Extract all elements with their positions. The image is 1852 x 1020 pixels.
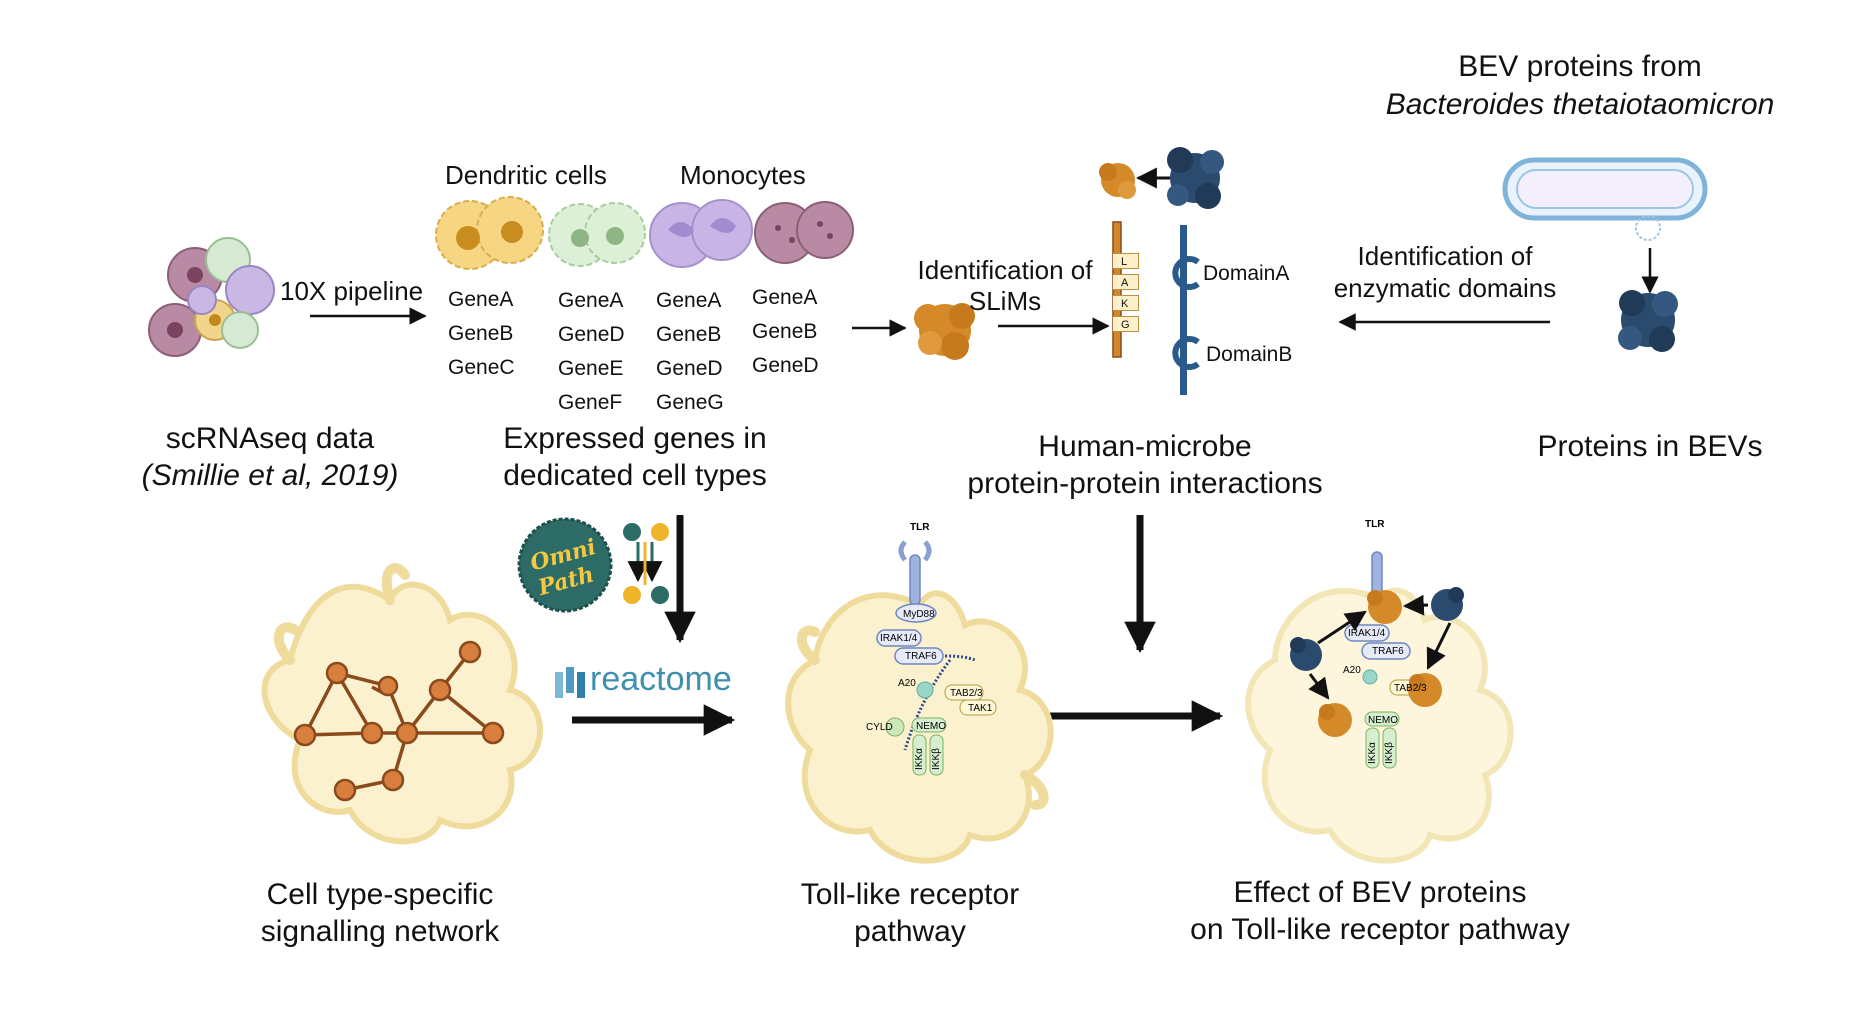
slims-label: Identification of SLiMs [905, 255, 1105, 317]
ikka-label: IKKα [914, 748, 925, 770]
network-cell-icon [261, 563, 543, 845]
enzymatic-line-2: enzymatic domains [1333, 273, 1557, 303]
bacterium-icon [1502, 157, 1708, 241]
effect-arrows [1308, 594, 1452, 700]
network-caption: Cell type-specific signalling network [230, 876, 530, 950]
human-protein-small-icon [1099, 163, 1136, 199]
gene-item: GeneA [656, 289, 722, 312]
domain-a-icon [1172, 256, 1200, 290]
dendritic-cells-header: Dendritic cells [445, 160, 607, 190]
irak-label: IRAK1/4 [880, 633, 918, 644]
effect-tlr-label: TLR [1365, 519, 1385, 530]
enzymatic-line-1: Identification of [1357, 241, 1533, 271]
hmppi-caption: Human-microbe protein-protein interactio… [950, 428, 1340, 502]
gene-item: GeneD [752, 354, 819, 377]
bev-protein-right-icon [1618, 290, 1678, 352]
bev-protein-top-icon [1167, 147, 1224, 209]
gene-item: GeneF [558, 391, 623, 414]
bev-title-line-1: BEV proteins from [1458, 50, 1702, 83]
domain-sequence-bar [1180, 225, 1187, 395]
scrnaseq-cell-cluster-icon [148, 237, 275, 357]
slims-line-2: SLiMs [968, 286, 1042, 316]
effect-caption: Effect of BEV proteins on Toll-like rece… [1160, 874, 1600, 948]
gene-item: GeneE [558, 357, 624, 380]
effect-a20-label: A20 [1343, 665, 1361, 676]
effect-pathway [1344, 551, 1429, 769]
network-nodes [293, 640, 505, 802]
tlr-line-1: Toll-like receptor [800, 878, 1020, 911]
ikkb-label: IKKβ [931, 748, 942, 770]
motif-letter: G [1113, 316, 1139, 332]
expressed-line-1: Expressed genes in [503, 422, 767, 455]
pipeline-label: 10X pipeline [280, 276, 424, 306]
tlr-pathway [876, 540, 997, 776]
effect-nemo-label: NEMO [1368, 715, 1398, 726]
effect-line-1: Effect of BEV proteins [1233, 876, 1527, 909]
gene-item: GeneA [752, 286, 818, 309]
human-protein-icon [914, 303, 975, 360]
monocytes-header: Monocytes [680, 160, 806, 190]
bev-title: BEV proteins from Bacteroides thetaiotao… [1360, 48, 1800, 124]
effect-traf6-label: TRAF6 [1372, 646, 1404, 657]
domain-b-label: DomainB [1206, 343, 1293, 366]
gene-item: GeneC [448, 356, 515, 379]
bev-caption: Proteins in BEVs [1537, 430, 1763, 463]
domain-a-label: DomainA [1203, 262, 1290, 285]
hmppi-line-1: Human-microbe [1038, 430, 1252, 463]
gene-column-3: GeneA GeneB GeneD GeneG [656, 284, 724, 420]
motif-letters: L A K G [1113, 253, 1139, 332]
motif-letter: L [1113, 253, 1139, 269]
effect-ikka-label: IKKα [1367, 742, 1378, 764]
scrnaseq-caption: scRNAseq data (Smillie et al, 2019) [100, 420, 440, 494]
gene-column-4: GeneA GeneB GeneD [752, 281, 819, 383]
tlr-pathway-labels: TLR MyD88 IRAK1/4 TRAF6 A20 TAB2/3 TAK1 … [866, 522, 993, 770]
tak1-label: TAK1 [968, 703, 993, 714]
network-line-2: signalling network [260, 915, 500, 948]
monocytes-icon [649, 199, 854, 268]
tlr-caption: Toll-like receptor pathway [760, 876, 1060, 950]
expressed-genes-caption: Expressed genes in dedicated cell types [440, 420, 830, 494]
effect-bev-proteins [1290, 587, 1464, 671]
effect-pathway-labels: TLR IRAK1/4 TRAF6 A20 TAB2/3 NEMO IKKα I… [1343, 519, 1427, 764]
gene-item: GeneA [558, 289, 624, 312]
gene-column-1: GeneA GeneB GeneC [448, 283, 515, 385]
tab23-label: TAB2/3 [950, 688, 983, 699]
reactome-logo [555, 667, 585, 698]
slims-line-1: Identification of [917, 255, 1093, 285]
a20-label: A20 [898, 678, 916, 689]
bev-title-line-2: Bacteroides thetaiotaomicron [1385, 88, 1775, 121]
effect-ikkb-label: IKKβ [1384, 742, 1395, 764]
gene-item: GeneA [448, 288, 514, 311]
motif-letter: K [1113, 295, 1139, 311]
gene-column-2: GeneA GeneD GeneE GeneF [558, 284, 625, 420]
cyld-label: CYLD [866, 722, 893, 733]
omnipath-logo: Omni Path [517, 517, 669, 613]
expressed-line-2: dedicated cell types [503, 459, 767, 492]
motif-letter: A [1113, 274, 1139, 290]
tlr-line-2: pathway [854, 915, 966, 948]
traf6-label: TRAF6 [905, 651, 937, 662]
dendritic-cells-icon [435, 196, 646, 270]
gene-item: GeneB [448, 322, 514, 345]
effect-irak-label: IRAK1/4 [1348, 628, 1386, 639]
gene-item: GeneB [656, 323, 722, 346]
gene-item: GeneG [656, 391, 724, 414]
scrnaseq-title: scRNAseq data [165, 422, 375, 455]
effect-human-proteins [1318, 590, 1442, 737]
tlr-label: TLR [910, 522, 930, 533]
effect-line-2: on Toll-like receptor pathway [1190, 913, 1570, 946]
gene-item: GeneD [558, 323, 625, 346]
gene-item: GeneD [656, 357, 723, 380]
enzymatic-label: Identification of enzymatic domains [1320, 240, 1570, 304]
gene-item: GeneB [752, 320, 818, 343]
effect-tab23-label: TAB2/3 [1394, 683, 1427, 694]
network-line-1: Cell type-specific [266, 878, 494, 911]
reactome-text: reactome [590, 660, 732, 698]
hmppi-line-2: protein-protein interactions [967, 467, 1323, 500]
scrnaseq-citation: (Smillie et al, 2019) [141, 459, 399, 492]
nemo-label: NEMO [916, 721, 946, 732]
domain-b-icon [1172, 336, 1200, 370]
myd88-label: MyD88 [903, 609, 935, 620]
